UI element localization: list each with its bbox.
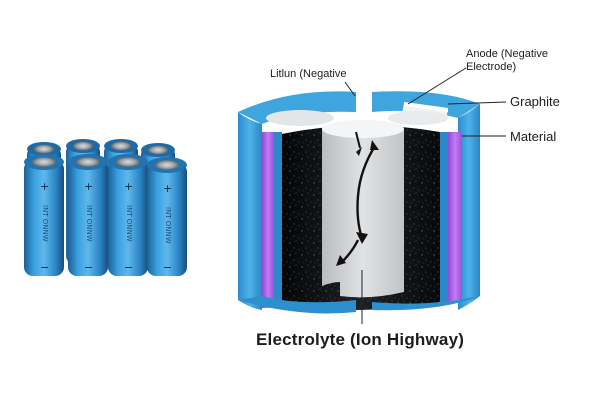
cell-minus-sign: − (124, 261, 133, 274)
label-anode-line1: Anode (Negative (466, 48, 548, 60)
cell-plus-sign: + (163, 182, 172, 195)
cell-minus-sign: − (163, 261, 172, 274)
cell-minus-sign: − (84, 261, 93, 274)
casing-left-wall (238, 112, 262, 310)
cell-plus-sign: + (124, 180, 133, 193)
label-electrolyte: Electrolyte (Ion Highway) (256, 330, 465, 349)
leader-lithium (344, 81, 356, 97)
inner-blue-right (440, 132, 448, 302)
cell-printed-text: INT ONNW (164, 207, 172, 244)
cutaway-cylinder (238, 91, 480, 314)
leader-lines (344, 67, 507, 324)
ion-flow-arrow (355, 131, 361, 149)
label-lithium-negative: Litlun (Negative (270, 68, 347, 80)
leader-anode (407, 67, 467, 105)
inner-blue-left (274, 132, 282, 308)
cell-front-4: + INT ONNW − (147, 157, 187, 276)
leader-graphite (447, 101, 507, 105)
casing-right-wall (458, 104, 480, 310)
cell-printed-text: INT ONNW (125, 205, 133, 242)
electrolyte-core (322, 124, 404, 298)
label-material: Material (510, 129, 557, 144)
cell-printed-text: INT ONNW (85, 205, 93, 242)
label-graphite: Graphite (510, 94, 560, 109)
cell-plus-sign: + (40, 180, 49, 193)
casing-top-rim-right (372, 91, 480, 118)
label-anode-line2: Electrode) (466, 61, 517, 73)
cell-front-2: + INT ONNW − (68, 154, 108, 276)
separator-right (448, 132, 462, 302)
cell-printed-text: INT ONNW (41, 205, 49, 242)
cell-plus-sign: + (84, 180, 93, 193)
cell-minus-sign: − (40, 261, 49, 274)
cell-front-1: + INT ONNW − (24, 154, 64, 276)
separator-left (262, 132, 274, 308)
ion-flow-arrow (356, 145, 377, 239)
casing-bottom-rim (238, 296, 356, 314)
cell-front-3: + INT ONNW − (108, 154, 148, 276)
